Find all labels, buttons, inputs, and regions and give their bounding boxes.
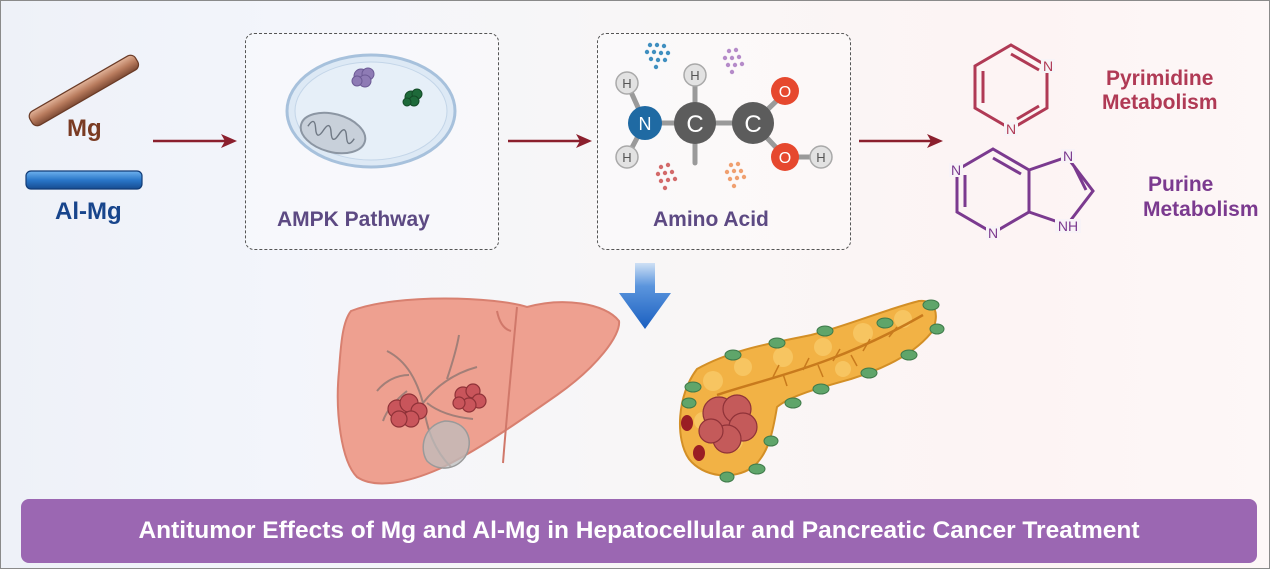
dot-cluster-blue-icon (644, 42, 671, 70)
purine-label-line1: Purine (1148, 173, 1214, 196)
atom-h-label: H (622, 150, 631, 165)
pancreas-tumor-icon (698, 394, 758, 454)
flow-arrow-1-icon (153, 134, 237, 148)
flow-arrow-2-icon (508, 134, 592, 148)
pancreas-illustration (679, 299, 945, 483)
dot-cluster-orange-icon (724, 161, 747, 189)
pyrimidine-label-line1: Pyrimidine (1106, 67, 1214, 90)
conclusion-banner: Antitumor Effects of Mg and Al-Mg in Hep… (21, 499, 1257, 563)
ring-n-label: N (1043, 58, 1053, 74)
ring-n-label: N (988, 225, 998, 241)
amino-acid-box (597, 33, 851, 250)
atom-h-label: H (690, 68, 699, 83)
almg-rod-icon (25, 170, 143, 190)
mg-rod-icon (28, 54, 140, 127)
dot-cluster-red-icon (655, 162, 678, 191)
atom-o-label: O (779, 84, 791, 101)
pyrimidine-structure-icon: N N (973, 43, 1055, 137)
amino-acid-label: Amino Acid (653, 208, 769, 231)
down-arrow-icon (619, 263, 671, 329)
nodule-green-icon (681, 299, 945, 483)
ring-nh-label: NH (1058, 218, 1078, 234)
mg-label: Mg (67, 115, 102, 142)
ring-n-label: N (951, 162, 961, 178)
purine-structure-icon: N N N NH (949, 147, 1095, 241)
liver-tumor-2-icon (452, 383, 487, 413)
conclusion-banner-text: Antitumor Effects of Mg and Al-Mg in Hep… (138, 517, 1140, 544)
atom-c-label: C (686, 111, 703, 138)
dot-cluster-purple-icon (722, 47, 745, 75)
liver-tumor-1-icon (387, 393, 428, 428)
nodule-dark-icon (681, 415, 705, 461)
flow-arrow-3-icon (859, 134, 943, 148)
atom-h-label: H (622, 76, 631, 91)
atom-o-label: O (779, 150, 791, 167)
pyrimidine-label-line2: Metabolism (1102, 91, 1218, 114)
almg-label: Al-Mg (55, 198, 122, 225)
atom-h-label: H (816, 150, 825, 165)
ring-n-label: N (1006, 121, 1016, 137)
atom-c-label: C (744, 111, 761, 138)
amino-acid-molecule-icon: H H H H N C C O O (615, 42, 833, 191)
ampk-pathway-label: AMPK Pathway (277, 208, 430, 231)
ring-n-label: N (1063, 148, 1073, 164)
atom-n-label: N (639, 114, 652, 134)
purine-label-line2: Metabolism (1143, 198, 1259, 221)
cell-icon (285, 53, 457, 169)
liver-illustration (336, 297, 621, 485)
